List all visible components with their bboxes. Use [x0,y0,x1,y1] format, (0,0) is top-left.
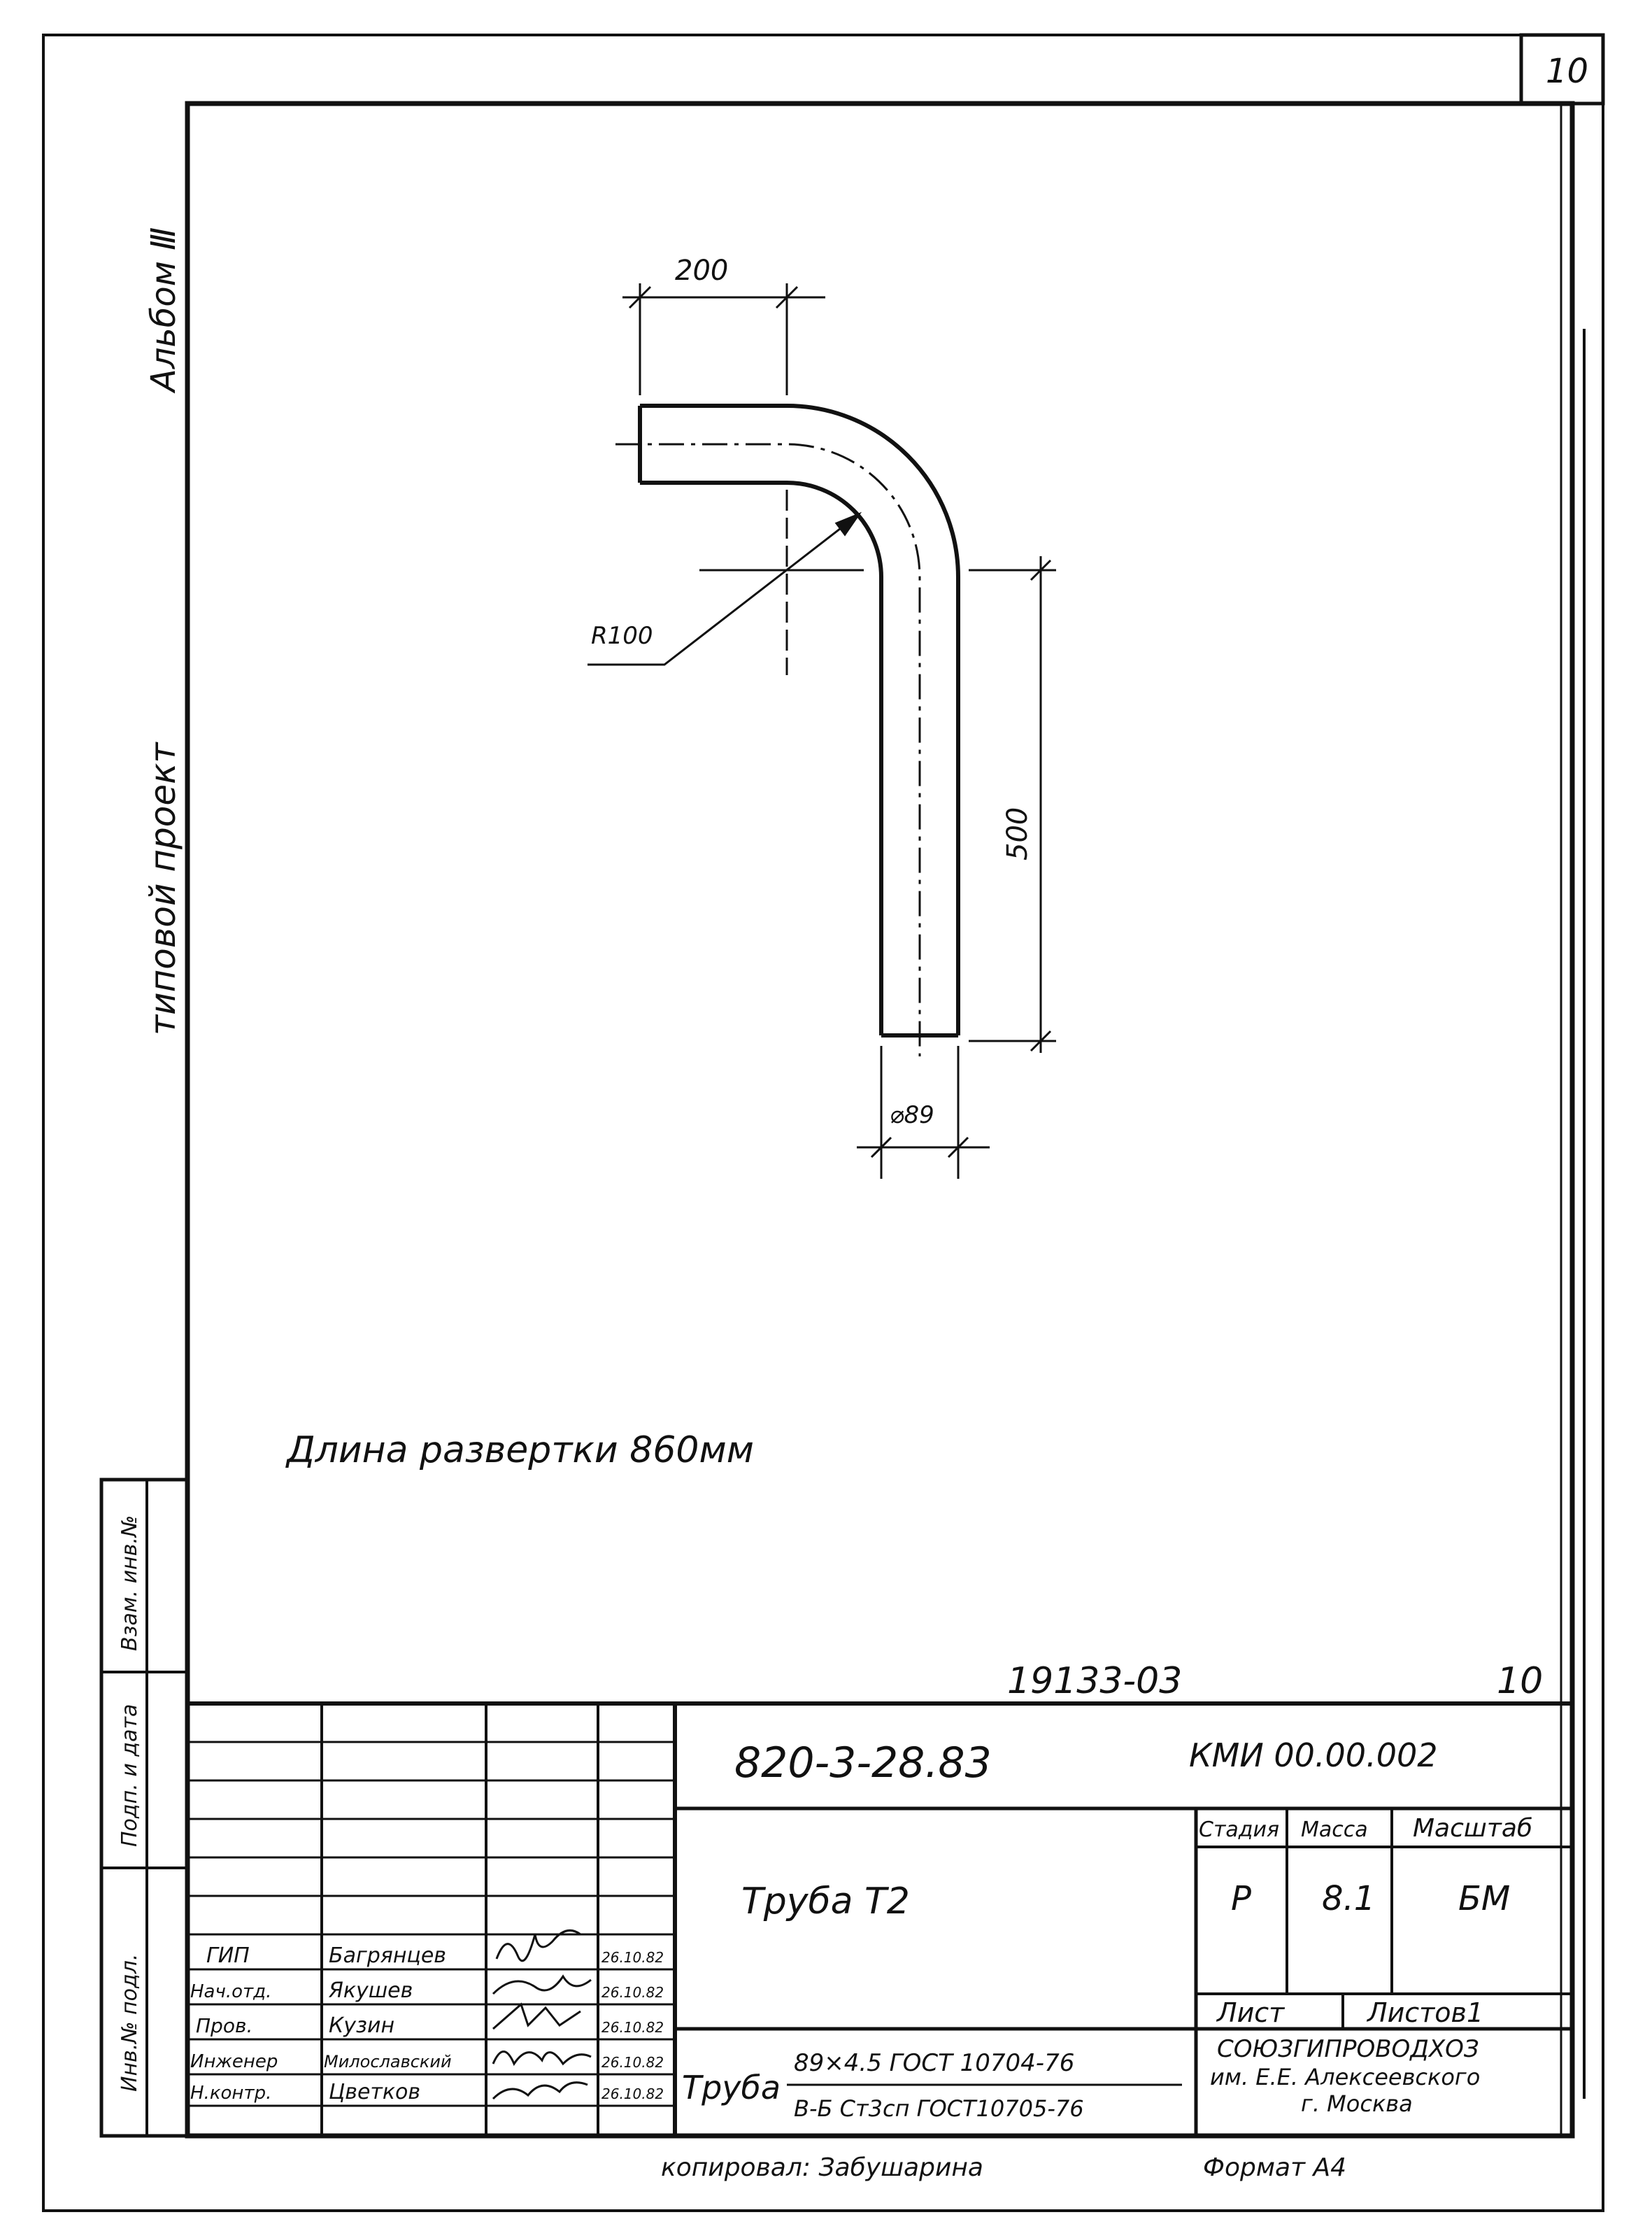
inv-subst-label: Взам. инв.№ [118,1515,142,1651]
project-type-label: типовой проект [143,742,183,1035]
material-top: 89×4.5 ГОСТ 10704-76 [794,2049,1074,2077]
signature-marks [492,1929,592,2100]
document-code: КМИ 00.00.002 [1189,1736,1438,1774]
role-cell: Пров. [196,2014,252,2037]
table-row: Инженер Милославский 26.10.82 [190,2051,664,2072]
pipe-inner-wall [640,481,883,1035]
pipe-bend [615,404,960,1056]
signature-rows: ГИП Багрянцев 26.10.82 Нач.отд. Якушев 2… [190,1943,664,2104]
date-cell: 26.10.82 [601,1984,664,2001]
signature [492,2051,592,2067]
copied-by-note: копировал: Забушарина [661,2153,983,2182]
signature [495,1929,581,1962]
pipe-centerline [615,443,921,1056]
name-cell: Багрянцев [329,1943,446,1968]
designation: 820-3-28.83 [734,1738,992,1787]
stage-label: Стадия [1199,1818,1279,1842]
title-block-grid [185,1701,1574,2138]
organization-line-3: г. Москва [1301,2090,1413,2117]
sign-date-label: Подп. и дата [118,1704,142,1847]
developed-length-note: Длина развертки 860мм [285,1429,754,1471]
table-row: ГИП Багрянцев 26.10.82 [206,1943,664,1968]
sheet-label: Лист [1216,1997,1286,2028]
dimension-top [622,283,825,395]
table-row: Н.контр. Цветков 26.10.82 [190,2080,664,2104]
dimension-vertical [969,556,1056,1053]
role-cell: Нач.отд. [190,1981,271,2002]
name-cell: Якушев [328,1978,413,2003]
bottom-sheet-number: 10 [1497,1660,1543,1702]
date-cell: 26.10.82 [601,2054,664,2071]
dim-vertical-label: 500 [1002,807,1034,860]
corner-sheet-number: 10 [1546,52,1588,91]
format-note: Формат А4 [1203,2153,1346,2182]
mass-label: Масса [1301,1818,1368,1842]
dim-diameter-label: ⌀89 [890,1101,934,1129]
copy-number: 19133-03 [1007,1660,1182,1702]
dim-radius-label: R100 [591,622,653,650]
name-cell: Цветков [329,2080,420,2104]
material-prefix: Труба [682,2069,781,2106]
organization-line-1: СОЮЗГИПРОВОДХОЗ [1217,2035,1479,2063]
date-cell: 26.10.82 [601,2085,664,2102]
bend-center-mark [699,490,864,675]
part-name: Труба Т2 [741,1881,910,1922]
table-row: Нач.отд. Якушев 26.10.82 [190,1978,664,2003]
signature [492,2002,581,2030]
pipe-outer-wall [640,404,960,1035]
sheets-label: Листов1 [1366,1997,1483,2028]
scale-value: БМ [1458,1879,1510,1918]
scale-label: Масштаб [1413,1814,1532,1843]
name-cell: Милославский [324,2052,452,2071]
stage-value: Р [1231,1879,1251,1918]
table-row: Пров. Кузин 26.10.82 [196,2013,664,2038]
signature [492,2081,588,2100]
signature [492,1974,592,1995]
organization-line-2: им. Е.Е. Алексеевского [1210,2064,1480,2090]
role-cell: Н.контр. [190,2083,271,2104]
date-cell: 26.10.82 [601,2019,664,2036]
radius-leader [588,511,862,666]
dim-top-label: 200 [675,255,728,287]
role-cell: ГИП [206,1943,250,1968]
date-cell: 26.10.82 [601,1949,664,1966]
inv-orig-label: Инв.№ подл. [118,1954,142,2092]
material-bottom: В-Б Ст3сп ГОСТ10705-76 [794,2095,1084,2122]
dimension-diameter [857,1046,990,1179]
mass-value: 8.1 [1322,1879,1375,1918]
album-label: Альбом Ⅲ [144,227,183,394]
role-cell: Инженер [190,2051,278,2072]
name-cell: Кузин [329,2013,394,2038]
